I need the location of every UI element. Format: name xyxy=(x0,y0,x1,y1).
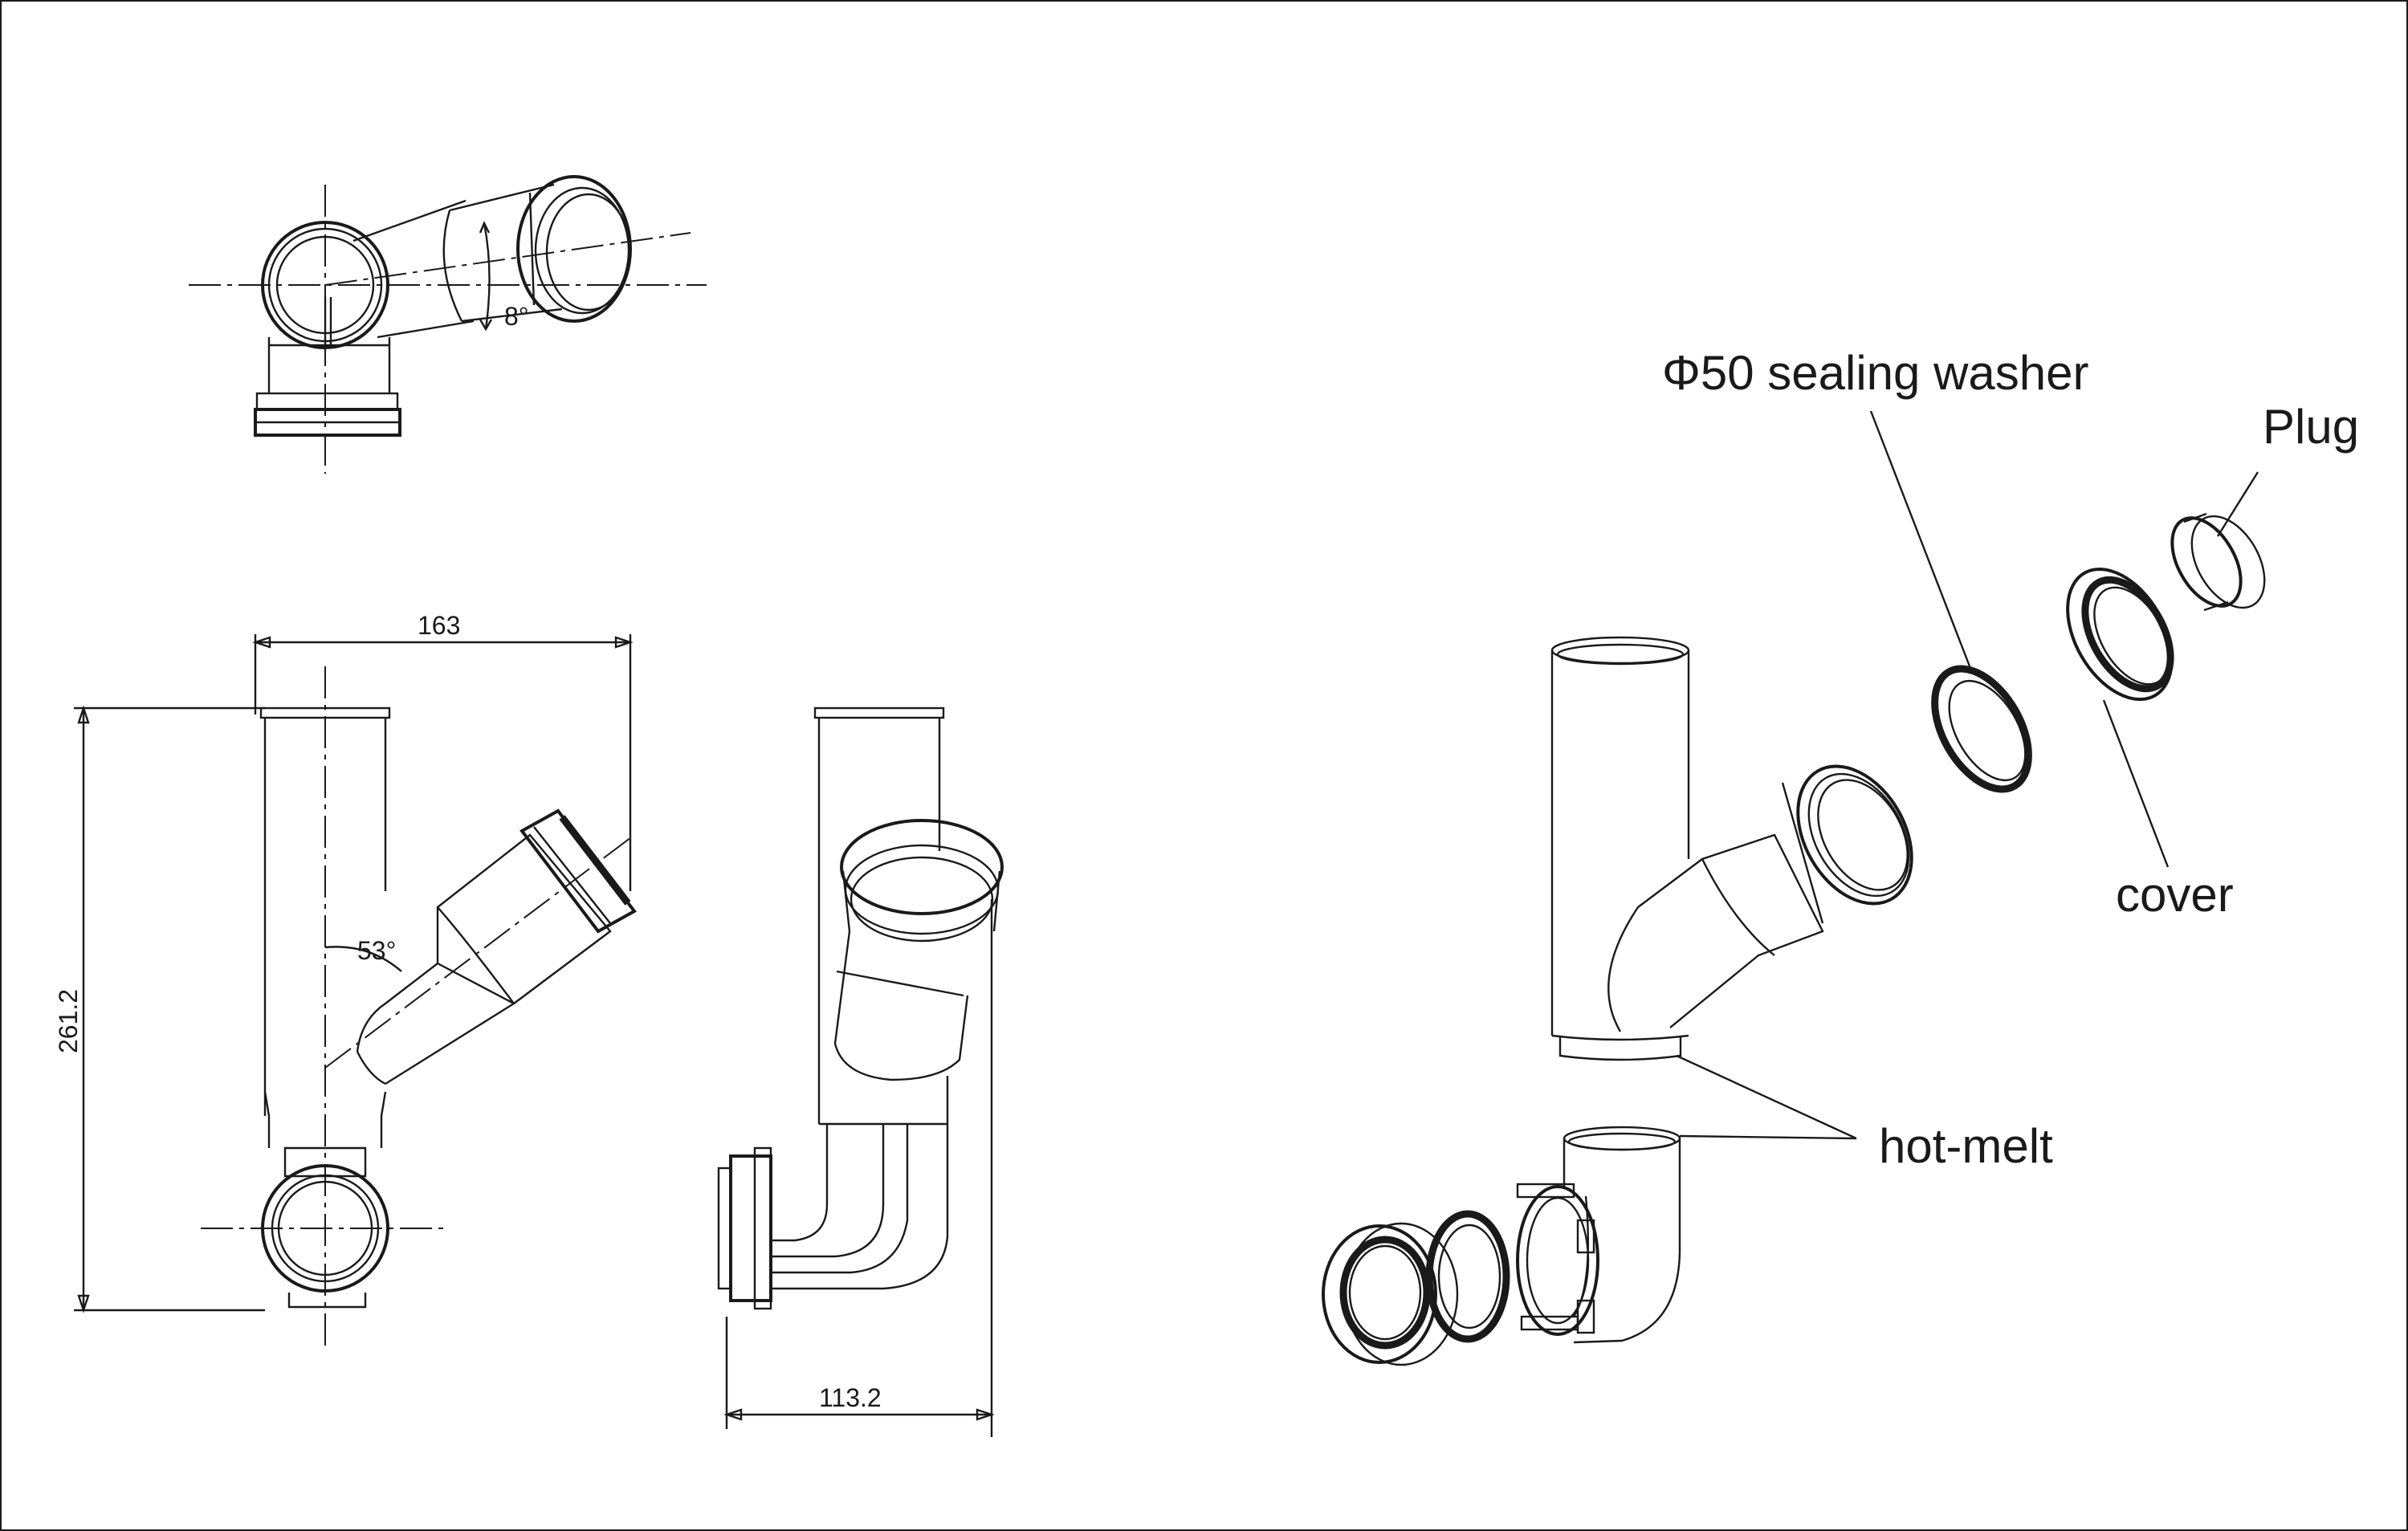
plug-callout: Plug xyxy=(2263,400,2359,454)
front-view: 163 261.2 53° xyxy=(54,611,637,1349)
height-261-label: 261.2 xyxy=(54,989,83,1053)
cover-callout: cover xyxy=(2116,868,2234,922)
plug-part xyxy=(2170,516,2243,608)
exploded-view: Φ50 sealing washer Plug cover hot-melt xyxy=(1322,346,2359,1366)
sealing-washer-part xyxy=(1931,665,2032,793)
lower-washer-part xyxy=(1425,1210,1510,1343)
side-view: 113.2 xyxy=(717,706,1004,1437)
width-163-label: 163 xyxy=(418,611,460,640)
hot-melt-callout: hot-melt xyxy=(1879,1119,2053,1173)
angle-8-label: 8° xyxy=(504,302,529,331)
depth-113-label: 113.2 xyxy=(819,1383,882,1412)
washer-callout: Φ50 sealing washer xyxy=(1662,346,2089,400)
top-view: 8° xyxy=(189,175,707,474)
angle-53-label: 53° xyxy=(357,936,396,965)
